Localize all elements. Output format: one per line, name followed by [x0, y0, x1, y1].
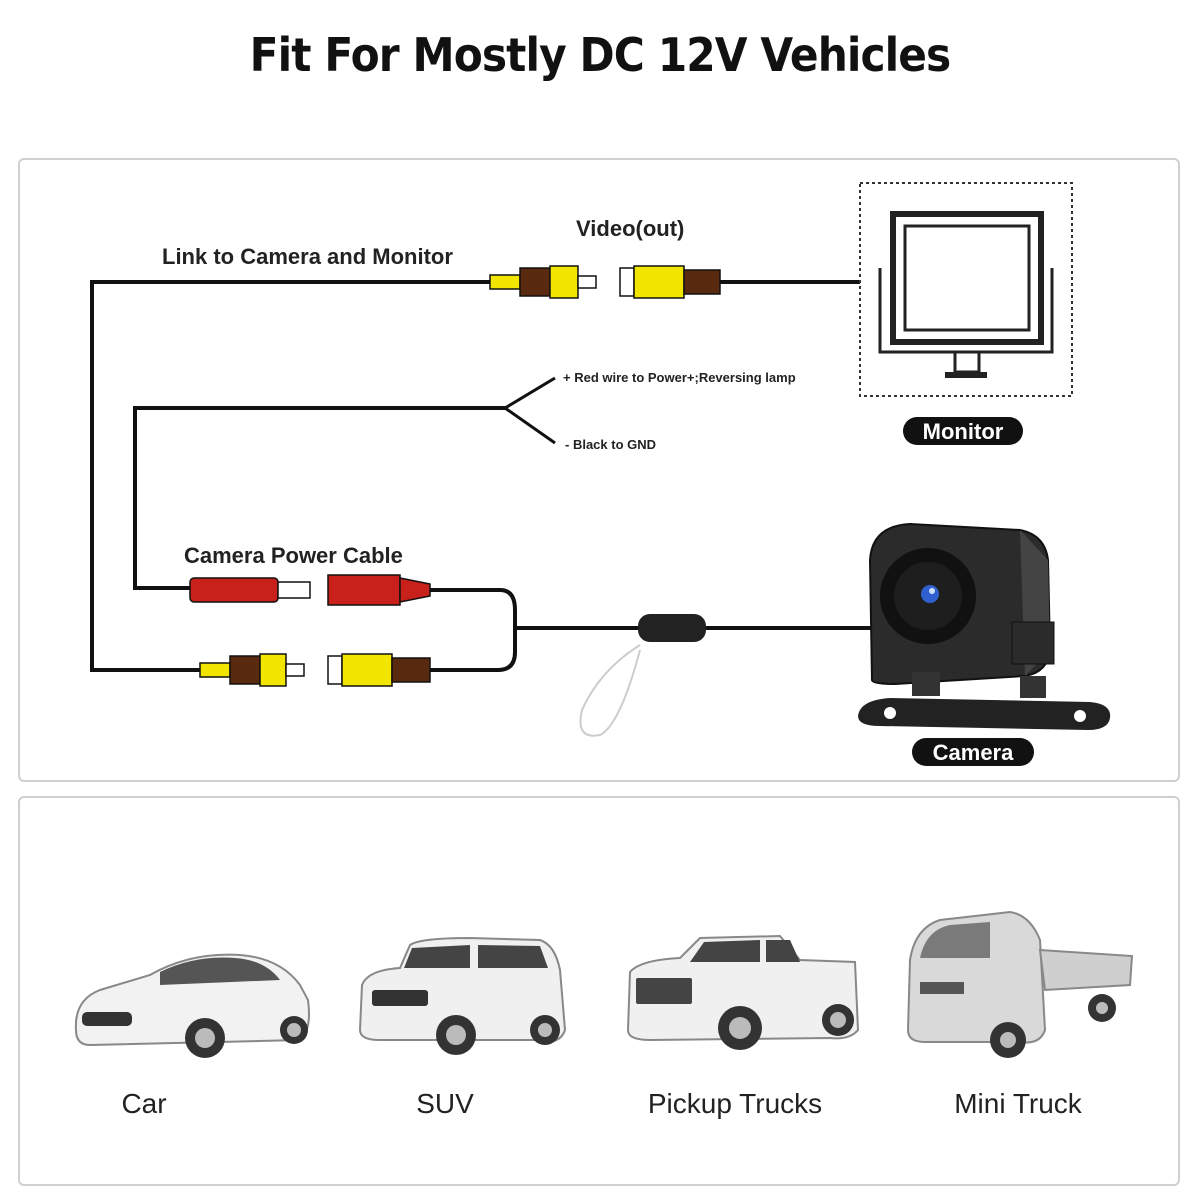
power-cable-label: Camera Power Cable [184, 543, 403, 568]
camera-icon [858, 522, 1111, 730]
video-out-label: Video(out) [576, 216, 684, 241]
page-title: Fit For Mostly DC 12V Vehicles [249, 28, 952, 82]
camera-badge-bg [912, 738, 1034, 766]
loose-wire [579, 644, 641, 737]
video-link-wire [90, 280, 490, 672]
rca-plug-bottom-left [199, 653, 305, 687]
power-plug-left [189, 577, 311, 603]
rca-jack-top-right [619, 265, 721, 299]
black-wire-label: - Black to GND [565, 437, 656, 452]
red-wire-label: + Red wire to Power+;Reversing lamp [563, 370, 796, 385]
vehicle-label-pickup: Pickup Trucks [647, 1088, 823, 1119]
monitor-icon [859, 182, 1073, 397]
inline-filter [638, 614, 706, 642]
power-branch-wire [133, 406, 505, 590]
red-wire-branch [504, 376, 556, 410]
rca-plug-top-left [489, 265, 597, 299]
power-jack-right [327, 574, 431, 606]
vehicle-label-suv: SUV [416, 1088, 474, 1119]
camera-badge: Camera [933, 740, 1014, 765]
camera-joint-wire [430, 588, 517, 672]
rca-jack-bottom-right [327, 653, 431, 687]
monitor-badge: Monitor [923, 419, 1004, 444]
link-label: Link to Camera and Monitor [162, 244, 453, 269]
monitor-badge-bg [903, 417, 1023, 445]
vehicle-label-car: Car [121, 1088, 167, 1119]
vehicle-label-mini-truck: Mini Truck [954, 1088, 1082, 1119]
black-wire-branch [504, 406, 556, 445]
vehicle-panel [18, 796, 1180, 1186]
